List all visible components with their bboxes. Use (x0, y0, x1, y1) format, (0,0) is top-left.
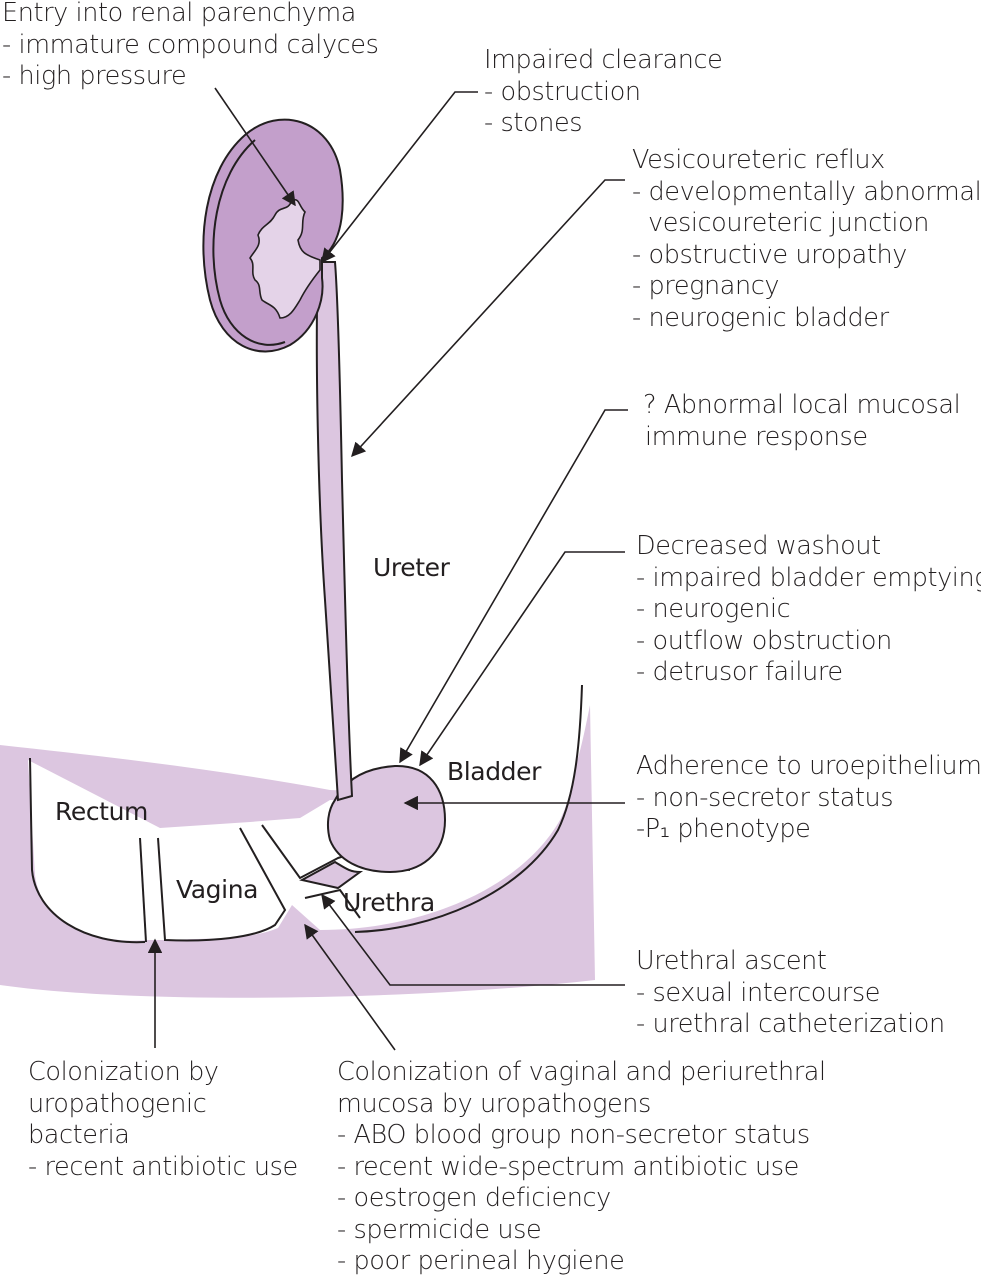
annotation-item: vesicoureteric junction (648, 208, 929, 238)
annotation-urethral-ascent: Urethral ascent - sexual intercourse - u… (636, 946, 945, 1041)
annotation-title: Vesicoureteric reflux (632, 145, 885, 175)
annotation-decreased-washout: Decreased washout - impaired bladder emp… (636, 531, 981, 689)
arrow-mucosal-immune (399, 409, 628, 764)
annotation-item: - impaired bladder emptying (636, 562, 981, 593)
annotation-title: Urethral ascent (636, 946, 827, 976)
annotation-item: - spermicide use (337, 1214, 542, 1245)
annotation-item: immune response (645, 421, 868, 452)
annotation-adherence: Adherence to uroepithelium - non-secreto… (636, 751, 981, 846)
annotation-item: - poor perineal hygiene (337, 1246, 625, 1276)
annotation-item: - oestrogen deficiency (337, 1183, 611, 1213)
annotation-item: - non-secretor status (636, 782, 894, 813)
label-rectum: Rectum (55, 797, 148, 826)
bladder (326, 764, 447, 874)
annotation-title: Colonization by (28, 1057, 219, 1087)
annotation-item: - recent wide-spectrum antibiotic use (337, 1151, 799, 1182)
floor-outline (354, 684, 583, 933)
urethra-wall-outer (304, 888, 361, 919)
annotation-item: - obstructive uropathy (632, 239, 907, 270)
annotation-colonization-mucosa: Colonization of vaginal and periurethral… (337, 1057, 826, 1278)
annotation-mucosal-immune: ? Abnormal local mucosal immune response (643, 390, 961, 453)
rectum-outer (139, 837, 147, 943)
annotation-impaired-clearance: Impaired clearance - obstruction - stone… (484, 45, 723, 140)
kidney-inner-edge (212, 139, 286, 346)
arrow-colonization-mucosa (304, 923, 396, 1051)
annotation-renal-entry: Entry into renal parenchyma - immature c… (2, 0, 379, 93)
label-urethra: Urethra (343, 888, 435, 917)
annotation-item: - detrusor failure (636, 657, 843, 687)
annotation-item: - high pressure (2, 61, 187, 91)
annotation-item: bacteria (28, 1120, 130, 1150)
rectum-wall (29, 757, 146, 944)
annotation-title: Decreased washout (636, 531, 881, 561)
annotation-item: -P₁ phenotype (636, 814, 811, 844)
label-vagina: Vagina (176, 875, 259, 904)
annotation-item: - pregnancy (632, 271, 780, 301)
arrow-vesicoureteric-reflux (351, 179, 625, 458)
annotation-title: Colonization of vaginal and periurethral (337, 1057, 826, 1087)
annotation-item: - outflow obstruction (636, 625, 892, 656)
annotation-item: - urethral catheterization (636, 1009, 945, 1039)
annotation-vesicoureteric-reflux: Vesicoureteric reflux - developmentally … (632, 145, 981, 334)
annotation-item: - obstruction (484, 76, 641, 107)
annotation-title: Entry into renal parenchyma (2, 0, 357, 28)
annotation-item: - recent antibiotic use (28, 1151, 298, 1182)
annotation-item: - neurogenic (636, 594, 791, 624)
annotation-item: - ABO blood group non-secretor status (337, 1120, 810, 1150)
annotation-item: - immature compound calyces (2, 29, 379, 60)
vagina-wall (157, 827, 287, 942)
ureter (315, 261, 354, 802)
annotation-title: Adherence to uroepithelium (636, 751, 981, 781)
annotation-item: - developmentally abnormal (632, 176, 981, 207)
annotation-item: - stones (484, 108, 583, 138)
annotation-item: mucosa by uropathogens (337, 1088, 651, 1119)
renal-pelvis (249, 198, 321, 319)
annotation-item: uropathogenic (28, 1088, 207, 1119)
arrow-renal-entry (214, 87, 296, 207)
annotation-title: Impaired clearance (484, 45, 723, 75)
arrow-urethral-ascent (321, 893, 625, 986)
bladder-neck (299, 860, 364, 890)
annotation-title: ? Abnormal local mucosal (643, 390, 961, 420)
label-ureter: Ureter (373, 553, 450, 582)
label-bladder: Bladder (447, 757, 542, 786)
arrow-impaired-clearance (321, 91, 478, 264)
annotation-colonization-bacteria: Colonization by uropathogenic bacteria -… (28, 1057, 298, 1183)
annotation-item: - neurogenic bladder (632, 302, 889, 333)
annotation-item: - sexual intercourse (636, 977, 880, 1008)
arrow-decreased-washout (419, 551, 625, 767)
pelvic-cavity (28, 680, 582, 941)
